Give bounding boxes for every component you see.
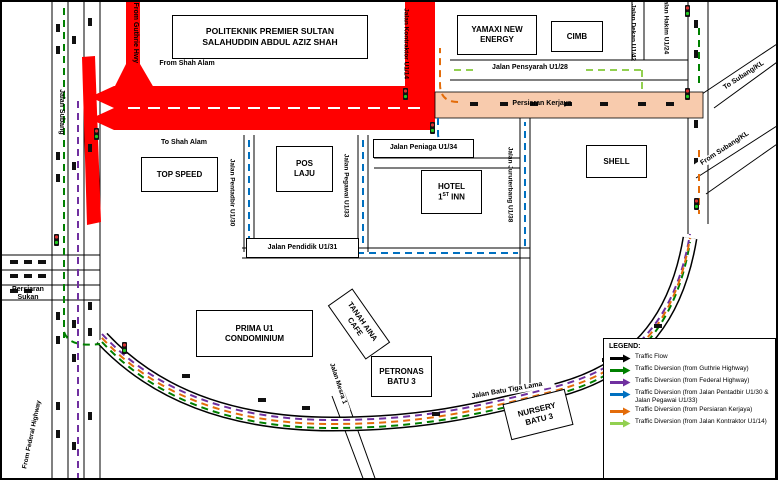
legend-item: Traffic Flow xyxy=(609,353,770,363)
landmark-petronas: PETRONAS BATU 3 xyxy=(371,356,432,397)
legend-item: Traffic Diversion (from Jalan Kontraktor… xyxy=(609,418,770,428)
diversion-kontraktor-lightgreen xyxy=(454,69,643,90)
road-label-jalan-subang: Jalan Subang xyxy=(57,89,65,135)
legend-item: Traffic Diversion (from Jalan Pentadbir … xyxy=(609,389,770,404)
traffic-light-icon xyxy=(685,5,690,17)
traffic-flow-arrow-icon xyxy=(610,354,631,363)
hotel-line2: 1ST INN xyxy=(438,191,465,202)
legend: LEGEND: Traffic Flow Traffic Diversion (… xyxy=(603,338,776,478)
road-label-jalan-juruterbang: Jalan Juruterbang U1/38 xyxy=(506,146,514,223)
landmark-prima: PRIMA U1 CONDOMINIUM xyxy=(196,310,313,357)
road-label-jalan-pentadbir: Jalan Pentadbir U1/30 xyxy=(228,158,236,227)
legend-item: Traffic Diversion (from Guthrie Highway) xyxy=(609,365,770,375)
legend-item-label: Traffic Flow xyxy=(635,353,668,360)
landmark-top-speed: TOP SPEED xyxy=(141,157,218,192)
road-label-persiaran-sukan: Persiaran Sukan xyxy=(12,286,44,301)
road-label-jalan-pensyarah: Jalan Pensyarah U1/28 xyxy=(478,64,582,72)
legend-item: Traffic Diversion (from Federal Highway) xyxy=(609,377,770,387)
pentadbir-diversion-arrow-icon xyxy=(610,390,631,399)
cars xyxy=(10,18,698,450)
legend-item-label: Traffic Diversion (from Jalan Pentadbir … xyxy=(635,389,769,404)
closed-road-red xyxy=(82,2,435,225)
traffic-light-icon xyxy=(685,88,690,100)
landmark-yamaxi: YAMAXI NEW ENERGY xyxy=(457,15,537,55)
traffic-light-icon xyxy=(430,122,435,134)
road-label-jalan-kontraktor: Jalan Kontraktor U1/14 xyxy=(402,8,410,79)
legend-item-label: Traffic Diversion (from Federal Highway) xyxy=(635,377,750,384)
legend-title: LEGEND: xyxy=(609,343,641,350)
landmark-cimb: CIMB xyxy=(551,21,603,52)
landmark-politeknik: POLITEKNIK PREMIER SULTAN SALAHUDDIN ABD… xyxy=(172,15,368,59)
legend-item: Traffic Diversion (from Persiaran Kerjay… xyxy=(609,406,770,416)
traffic-light-icons xyxy=(54,5,699,354)
direction-from-shah-alam: From Shah Alam xyxy=(152,60,222,68)
traffic-light-icon xyxy=(54,234,59,246)
traffic-light-icon xyxy=(94,128,99,140)
traffic-light-icon xyxy=(122,342,127,354)
diversion-pentadbir-blue xyxy=(248,118,526,254)
direction-to-shah-alam: To Shah Alam xyxy=(152,139,216,147)
traffic-light-icon xyxy=(694,198,699,210)
kerjaya-diversion-arrow-icon xyxy=(610,407,631,416)
diversion-guthrie-green xyxy=(63,8,700,430)
traffic-light-icon xyxy=(403,88,408,100)
legend-item-label: Traffic Diversion (from Jalan Kontraktor… xyxy=(635,418,767,426)
road-label-jalan-peniaga: Jalan Peniaga U1/34 xyxy=(373,139,474,158)
road-label-jalan-hakim: Jalan Hakim U1/24 xyxy=(662,0,670,55)
kontraktor-diversion-arrow-icon xyxy=(610,419,631,428)
federal-diversion-arrow-icon xyxy=(610,378,631,387)
legend-item-label: Traffic Diversion (from Persiaran Kerjay… xyxy=(635,406,753,414)
landmark-hotel: HOTEL 1ST INN xyxy=(421,170,482,214)
road-label-jalan-pegawai: Jalan Pegawai U1/33 xyxy=(342,153,350,218)
legend-item-label: Traffic Diversion (from Guthrie Highway) xyxy=(635,365,749,372)
direction-from-guthrie: From Guthrie Hwy xyxy=(131,2,139,64)
hotel-line1: HOTEL xyxy=(437,181,466,191)
landmark-pos-laju: POS LAJU xyxy=(276,146,333,192)
road-label-persiaran-kerjaya: Persiaran Kerjaya xyxy=(512,100,572,107)
landmark-shell: SHELL xyxy=(586,145,647,178)
guthrie-diversion-arrow-icon xyxy=(610,366,631,375)
road-label-jalan-dekan: Jalan Dekan U1/42 xyxy=(629,4,637,62)
road-label-jalan-pendidik: Jalan Pendidik U1/31 xyxy=(246,238,359,258)
